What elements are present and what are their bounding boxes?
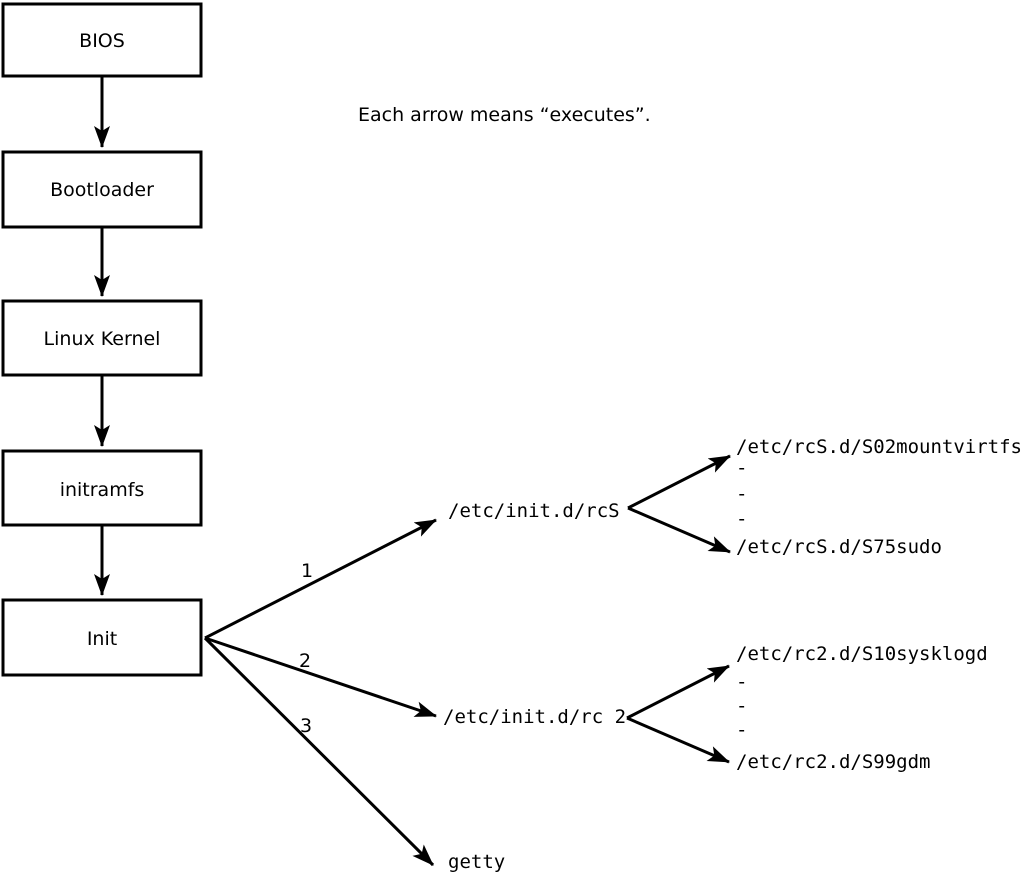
arrow-rc2-to-s10sysklogd (626, 664, 730, 720)
ellipsis-dash: - (736, 508, 747, 530)
arrow-rcs-to-s02mountvirtfs (627, 454, 731, 510)
path-rc2-first: /etc/rc2.d/S10sysklogd (736, 643, 988, 665)
node-initramfs (1, 449, 203, 527)
path-rcs-last: /etc/rcS.d/S75sudo (736, 536, 942, 558)
arrow-init-to-rc2 (204, 636, 437, 718)
ellipsis-dash: - (736, 671, 747, 693)
path-rcs-first: /etc/rcS.d/S02mountvirtfs (736, 436, 1022, 458)
ellipsis-dash: - (736, 483, 747, 505)
node-label-bootloader: Bootloader (50, 179, 154, 201)
arrow-rc2-to-s99gdm (626, 716, 730, 764)
branch-order-3: 3 (300, 715, 312, 737)
arrow-init-to-rcs (204, 518, 437, 640)
node-label-init: Init (87, 628, 117, 650)
node-bios (1, 2, 203, 78)
node-label-bios: BIOS (79, 30, 125, 52)
ellipsis-dash: - (736, 695, 747, 717)
node-bootloader (1, 150, 203, 229)
path-rc2-last: /etc/rc2.d/S99gdm (736, 751, 930, 773)
node-init (1, 598, 203, 677)
arrow-init-to-getty (203, 636, 435, 867)
ellipsis-dash: - (736, 457, 747, 479)
arrow-rcs-to-s75sudo (627, 506, 731, 554)
path-init-rcs: /etc/init.d/rcS (448, 500, 620, 522)
node-label-linux-kernel: Linux Kernel (44, 328, 161, 350)
path-init-rc2: /etc/init.d/rc 2 (443, 706, 626, 728)
node-label-initramfs: initramfs (60, 479, 145, 501)
legend-note: Each arrow means “executes”. (358, 104, 651, 126)
ellipsis-dash: - (736, 719, 747, 741)
branch-order-1: 1 (301, 560, 313, 582)
branch-order-2: 2 (299, 650, 311, 672)
path-getty: getty (448, 851, 505, 873)
